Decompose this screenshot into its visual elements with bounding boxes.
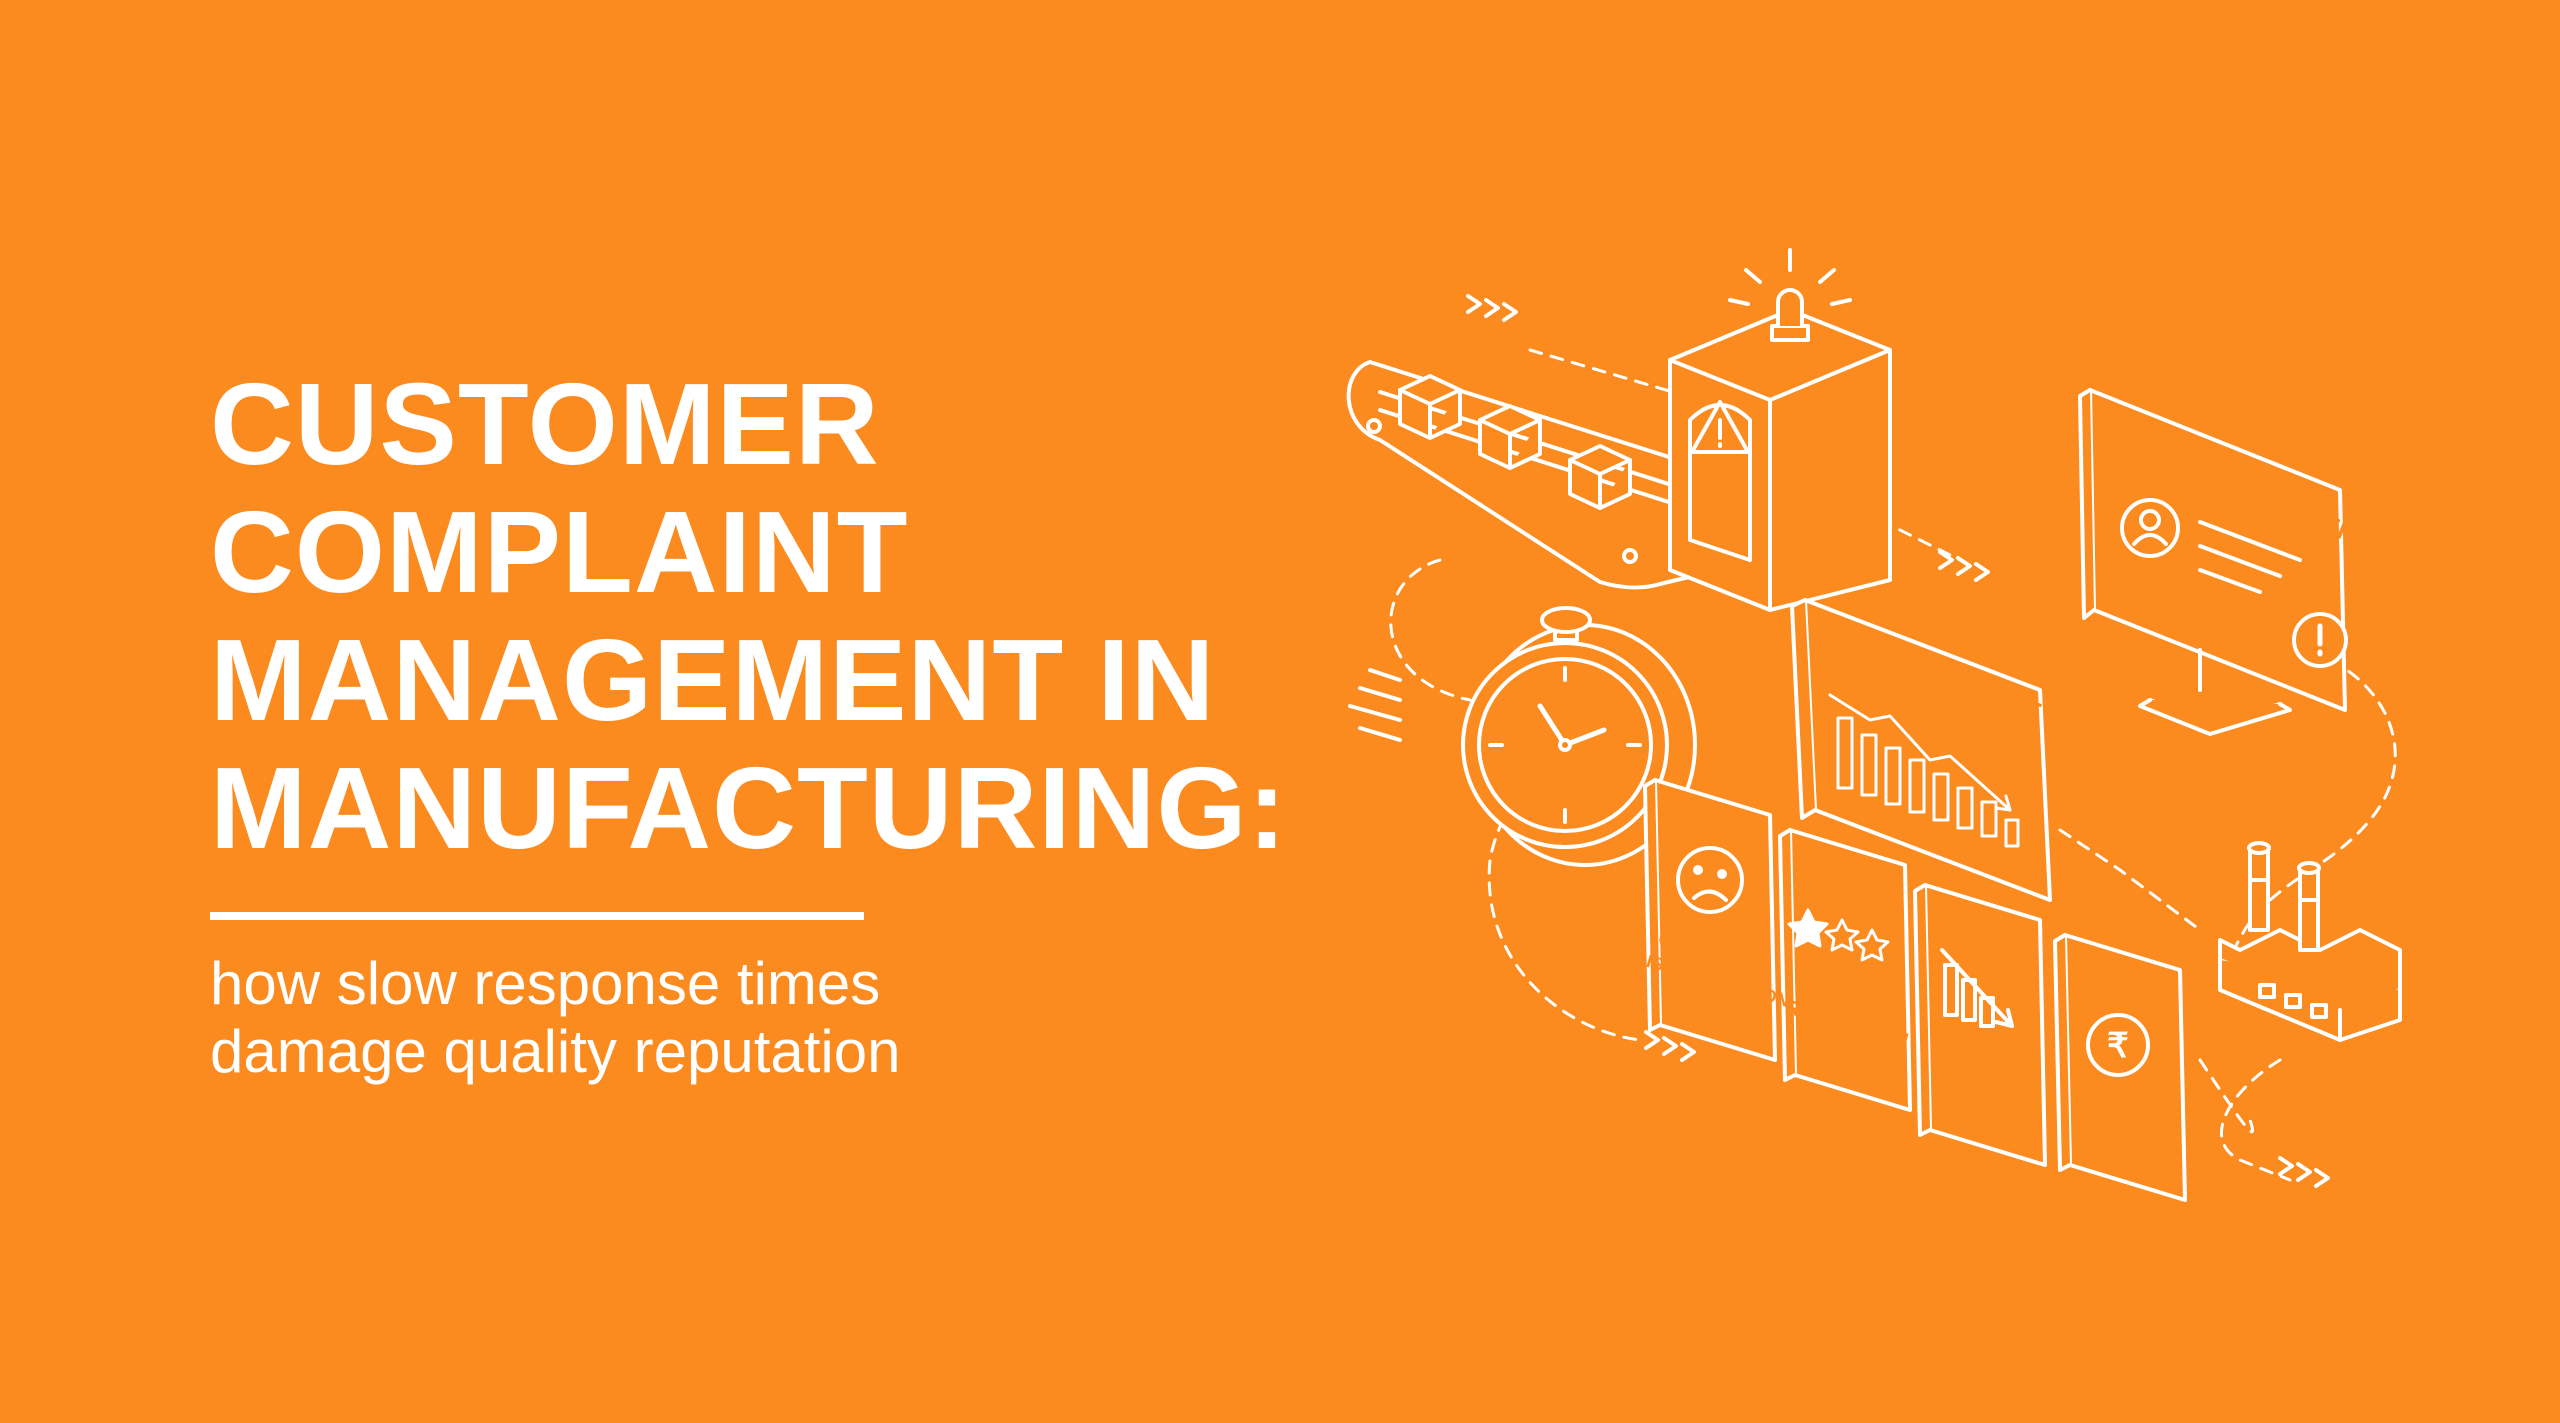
impact-card-1 bbox=[1643, 778, 1777, 1062]
title-block: CUSTOMER COMPLAINT MANAGEMENT IN MANUFAC… bbox=[210, 360, 1410, 1086]
impact-card-4 bbox=[2053, 933, 2187, 1202]
title-line-1: CUSTOMER bbox=[210, 359, 880, 489]
title-line-4: MANUFACTURING: bbox=[210, 743, 1288, 873]
flow-arrow-chevrons bbox=[1466, 294, 2330, 1188]
rupee-coin-icon bbox=[2086, 1013, 2150, 1077]
delay-impact-board bbox=[1790, 598, 2052, 902]
box-icon bbox=[1478, 404, 1542, 470]
box-icon bbox=[1398, 374, 1462, 440]
subtitle-line-2: damage quality reputation bbox=[210, 1018, 901, 1085]
stopwatch-icon bbox=[1348, 606, 1697, 867]
subtitle-line-1: how slow response times bbox=[210, 950, 881, 1017]
title-line-2: COMPLAINT bbox=[210, 487, 909, 617]
factory-icon bbox=[2218, 841, 2402, 1042]
page-title: CUSTOMER COMPLAINT MANAGEMENT IN MANUFAC… bbox=[210, 360, 1410, 872]
user-avatar-icon bbox=[2120, 498, 2180, 558]
complaint-monitor bbox=[2078, 388, 2348, 736]
alarm-beacon-icon bbox=[1728, 248, 1852, 342]
title-line-3: MANAGEMENT IN bbox=[210, 615, 1216, 745]
star-rating-icon bbox=[1787, 908, 1890, 962]
rupee-symbol: ₹ bbox=[2107, 1027, 2129, 1065]
delay-chart-bars bbox=[1828, 693, 2020, 848]
sad-face-icon bbox=[1676, 846, 1744, 914]
title-divider bbox=[210, 912, 864, 920]
box-icon bbox=[1568, 444, 1632, 510]
subtitle: how slow response times damage quality r… bbox=[210, 950, 1410, 1086]
inspection-machine bbox=[1668, 248, 1892, 612]
alert-badge-icon bbox=[2292, 612, 2348, 668]
warning-triangle-icon bbox=[1690, 400, 1750, 454]
impact-card-2 bbox=[1778, 828, 1912, 1112]
declining-bars-icon bbox=[1940, 948, 2014, 1028]
